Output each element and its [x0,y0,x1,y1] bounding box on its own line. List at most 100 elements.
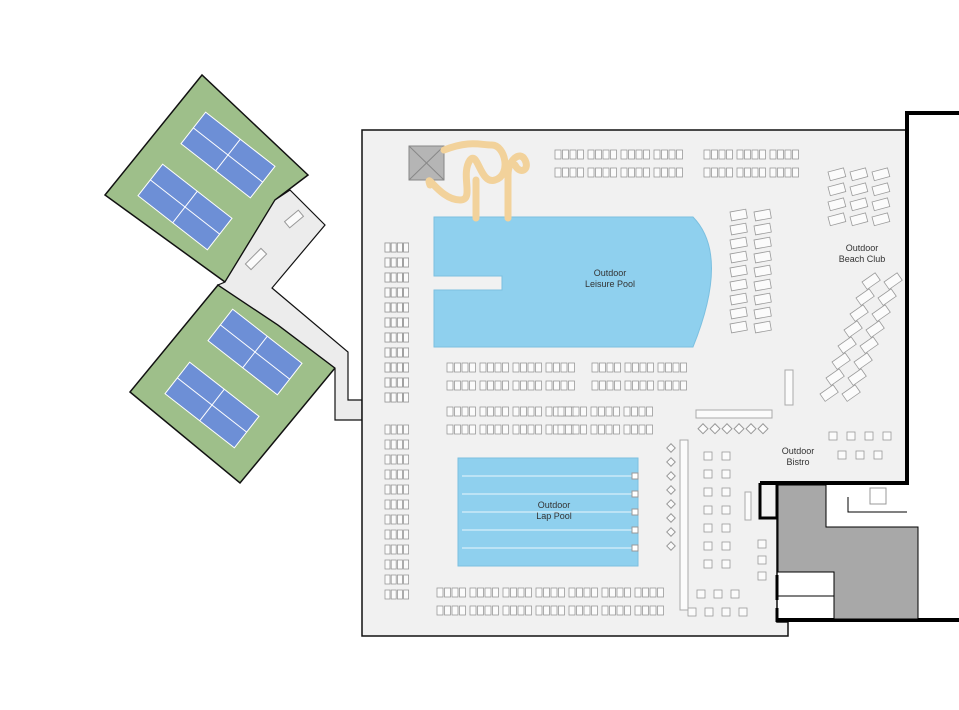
lounge-chair [827,182,847,197]
lounge-chair [390,499,397,510]
lounge-chair [390,257,397,268]
lounge-chair [587,167,595,178]
bar-stool [666,485,676,495]
lounge-chair [646,406,653,417]
bar-stool [697,423,709,435]
lounge-chair [632,380,639,391]
lounge-chair [510,587,517,598]
bar-stool [666,541,676,551]
lounge-chair [390,317,397,328]
lounge-chair [624,587,631,598]
lounge-chair [403,317,410,328]
lounge-pair [855,288,875,306]
lounge-chair [849,197,869,212]
lounge-pair [827,182,847,197]
lounge-chair [560,362,568,373]
lounge-chair [403,377,410,388]
lounge-chair [494,424,502,435]
bistro-table [703,487,713,497]
lounge-chair [661,167,668,178]
label-line: Outdoor [537,500,571,510]
lounge-chair [587,149,595,160]
lounge-chair [602,167,610,178]
bistro-table [713,589,723,599]
lounge-chair [502,380,509,391]
lounge-chair [657,587,664,598]
label-line: Beach Club [838,254,886,264]
lounge-chair [753,278,772,292]
lounge-chair [494,380,502,391]
tennis-court [180,111,276,199]
lounge-chair [598,406,605,417]
lounge-chair [554,167,562,178]
lounge-chair [849,212,869,227]
lounge-chair [861,272,881,290]
lounge-chair [736,167,744,178]
lounge-pair [819,384,839,402]
lounge-pair [827,197,847,212]
lounge-chair [403,559,410,570]
bar-stool [666,471,676,481]
lounge-chair [777,149,784,160]
lounge-chair [543,605,550,616]
lounge-chair [680,362,687,373]
lounge-chair [729,208,748,222]
lounge-chair [606,380,614,391]
lounge-chair [384,302,391,313]
bar-counter [784,369,794,406]
bistro-table [703,469,713,479]
lounge-chair [565,424,572,435]
lounge-chair [396,484,403,495]
lounge-chair [638,406,646,417]
lounge-chair [580,406,587,417]
lounge-chair [469,362,476,373]
lounge-pair [753,320,772,334]
lounge-chair [753,292,772,306]
lounge-chair [479,380,487,391]
lounge-chair [384,499,391,510]
building-wall [760,111,959,485]
starting-block [631,472,639,480]
lounge-chair [610,149,617,160]
starting-block [631,490,639,498]
lounge-chair [605,424,613,435]
bistro-table [855,450,865,460]
lounge-chair [583,605,591,616]
lounge-chair [613,406,620,417]
lounge-chair [769,149,777,160]
lounge-pair [825,368,845,386]
lounge-chair [484,605,492,616]
lounge-chair [487,380,494,391]
lounge-chair [623,406,631,417]
lounge-chair [520,380,527,391]
starting-block [631,544,639,552]
bistro-table [730,589,740,599]
lounge-chair [535,380,542,391]
lounge-chair [736,149,744,160]
lounge-chair [459,587,466,598]
lounge-chair [729,278,748,292]
lounge-chair [384,287,391,298]
lounge-chair [598,424,605,435]
lounge-chair [554,149,562,160]
lounge-chair [396,347,403,358]
court-line [193,127,263,183]
lounge-chair [634,587,642,598]
lounge-chair [729,320,748,334]
lounge-chair [577,167,584,178]
lounge-chair [676,149,683,160]
lounge-pair [865,320,885,338]
bar-stool [666,457,676,467]
lounge-chair [744,149,751,160]
lounge-chair [384,317,391,328]
lounge-chair [565,406,572,417]
lounge-chair [572,406,580,417]
lounge-chair [384,332,391,343]
court-line [150,179,220,235]
stair-icon [869,487,887,505]
lounge-pair [837,336,857,354]
lounge-chair [390,514,397,525]
bistro-table [703,559,713,569]
